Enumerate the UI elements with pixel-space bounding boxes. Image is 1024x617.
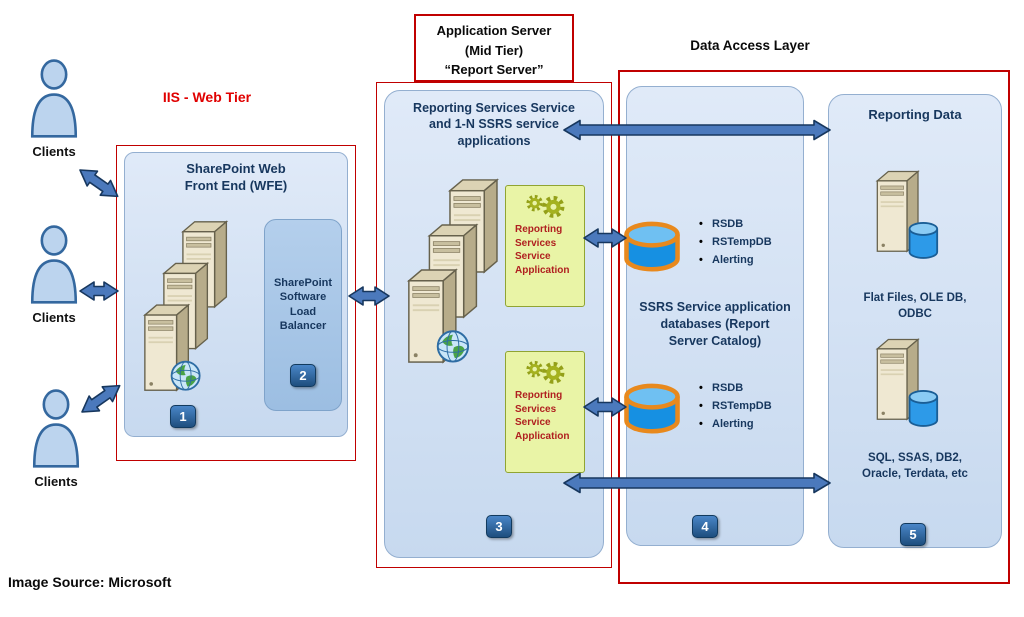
database-icon — [619, 381, 685, 437]
client-label: Clients — [34, 474, 78, 489]
badge-3: 3 — [486, 515, 512, 538]
report-server-title: Reporting Services Service and 1-N SSRS … — [413, 101, 575, 148]
person-icon — [30, 225, 78, 304]
client-group-3: Clients — [26, 388, 86, 489]
server-stack-icon — [134, 219, 230, 393]
db-name-item: Alerting — [699, 415, 799, 433]
source-bottom-label: SQL, SSAS, DB2, Oracle, Terdata, etc — [862, 452, 968, 480]
person-icon — [32, 389, 80, 468]
report-server-panel: Reporting Services Service and 1-N SSRS … — [384, 90, 604, 558]
service-app-box-1: Reporting Services Service Application — [505, 185, 585, 307]
server-database-icon — [867, 337, 941, 431]
client-label: Clients — [32, 144, 76, 159]
wfe-title: SharePoint Web Front End (WFE) — [184, 161, 288, 193]
db-name-item: RSDB — [699, 215, 799, 233]
app-server-frame — [376, 82, 612, 568]
catalog-panel: RSDB RSTempDB Alerting SSRS Service appl… — [626, 86, 804, 546]
reporting-data-title: Reporting Data — [868, 107, 962, 122]
web-tier-label: IIS - Web Tier — [162, 89, 252, 105]
gears-icon — [521, 190, 569, 220]
service-app-label: Reporting Services Service Application — [515, 390, 570, 442]
data-access-header: Data Access Layer — [690, 38, 810, 53]
db-name-item: RSTempDB — [699, 233, 799, 251]
load-balancer-box: SharePoint Software Load Balancer 2 — [264, 219, 342, 411]
database-icon — [619, 219, 685, 275]
db-name-item: RSDB — [699, 379, 799, 397]
badge-5: 5 — [900, 523, 926, 546]
db-names-list-2: RSDB RSTempDB Alerting — [699, 379, 799, 433]
data-access-frame — [618, 70, 1010, 584]
wfe-panel: SharePoint Web Front End (WFE) SharePoin… — [124, 152, 348, 437]
source-top-label: Flat Files, OLE DB, ODBC — [863, 292, 967, 320]
badge-1: 1 — [170, 405, 196, 428]
app-server-header: Application Server (Mid Tier) “Report Se… — [414, 14, 574, 82]
server-stack-icon — [397, 177, 501, 365]
load-balancer-label: SharePoint Software Load Balancer — [273, 277, 333, 332]
client-group-2: Clients — [24, 224, 84, 325]
gears-icon — [521, 356, 569, 386]
catalog-caption: SSRS Service application databases (Repo… — [639, 300, 791, 348]
badge-2: 2 — [290, 364, 316, 387]
person-icon — [30, 59, 78, 138]
reporting-data-panel: Reporting Data Flat Files, OLE DB, ODBC … — [828, 94, 1002, 548]
server-database-icon — [867, 169, 941, 263]
service-app-label: Reporting Services Service Application — [515, 224, 570, 276]
client-label: Clients — [32, 310, 76, 325]
db-name-item: RSTempDB — [699, 397, 799, 415]
service-app-box-2: Reporting Services Service Application — [505, 351, 585, 473]
db-names-list-1: RSDB RSTempDB Alerting — [699, 215, 799, 269]
arrow-client2-wfe — [79, 281, 119, 301]
image-source-credit: Image Source: Microsoft — [8, 574, 172, 590]
badge-4: 4 — [692, 515, 718, 538]
client-group-1: Clients — [24, 58, 84, 159]
db-name-item: Alerting — [699, 251, 799, 269]
